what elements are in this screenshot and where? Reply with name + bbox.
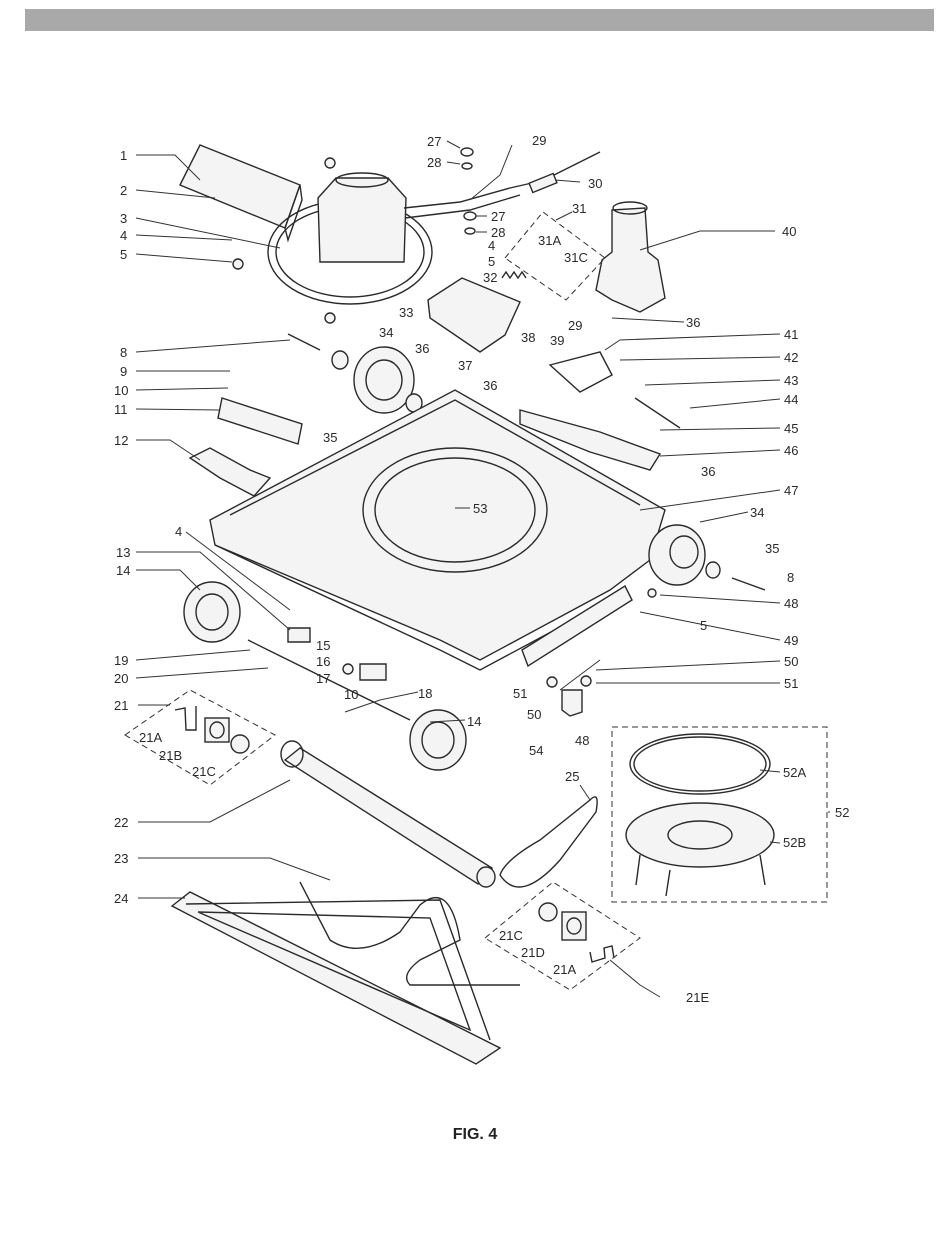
callout-label: 14 bbox=[116, 563, 130, 578]
callout-label: 25 bbox=[565, 769, 579, 784]
callout-label: 14 bbox=[467, 714, 481, 729]
callout-label: 21B bbox=[159, 748, 182, 763]
callout-label: 8 bbox=[120, 345, 127, 360]
callout-label: 34 bbox=[379, 325, 393, 340]
callout-label: 46 bbox=[784, 443, 798, 458]
callout-label: 21C bbox=[192, 764, 216, 779]
callout-label: 34 bbox=[750, 505, 764, 520]
callout-label: 52A bbox=[783, 765, 806, 780]
callout-label: 35 bbox=[765, 541, 779, 556]
callout-label: 23 bbox=[114, 851, 128, 866]
callout-label: 54 bbox=[529, 743, 543, 758]
callout-label: 4 bbox=[120, 228, 127, 243]
callout-label: 51 bbox=[513, 686, 527, 701]
callout-label: 28 bbox=[427, 155, 441, 170]
callout-label: 37 bbox=[458, 358, 472, 373]
callout-label: 32 bbox=[483, 270, 497, 285]
callout-label: 29 bbox=[568, 318, 582, 333]
callout-label: 21C bbox=[499, 928, 523, 943]
diagram-line-art bbox=[125, 145, 827, 1064]
callout-label: 5 bbox=[120, 247, 127, 262]
callout-label: 21D bbox=[521, 945, 545, 960]
callout-label: 40 bbox=[782, 224, 796, 239]
callout-label: 53 bbox=[473, 501, 487, 516]
callout-label: 21A bbox=[139, 730, 162, 745]
callout-label: 52 bbox=[835, 805, 849, 820]
callout-label: 4 bbox=[488, 238, 495, 253]
callout-label: 10 bbox=[344, 687, 358, 702]
callout-label: 11 bbox=[114, 402, 128, 417]
callout-label: 51 bbox=[784, 676, 798, 691]
callout-label: 1 bbox=[120, 148, 127, 163]
callout-label: 36 bbox=[701, 464, 715, 479]
callout-label: 30 bbox=[588, 176, 602, 191]
callout-label: 16 bbox=[316, 654, 330, 669]
callout-label: 47 bbox=[784, 483, 798, 498]
callout-label: 31 bbox=[572, 201, 586, 216]
callout-label: 48 bbox=[575, 733, 589, 748]
callout-label: 50 bbox=[784, 654, 798, 669]
callout-label: 13 bbox=[116, 545, 130, 560]
callout-label: 35 bbox=[323, 430, 337, 445]
callout-label: 18 bbox=[418, 686, 432, 701]
callout-label: 17 bbox=[316, 671, 330, 686]
callout-label: 15 bbox=[316, 638, 330, 653]
callout-label: 36 bbox=[686, 315, 700, 330]
callout-label: 8 bbox=[787, 570, 794, 585]
callout-label: 27 bbox=[491, 209, 505, 224]
callout-label: 31A bbox=[538, 233, 561, 248]
callout-label: 52B bbox=[783, 835, 806, 850]
callout-label: 43 bbox=[784, 373, 798, 388]
callout-label: 5 bbox=[488, 254, 495, 269]
callout-label: 5 bbox=[700, 618, 707, 633]
callout-label: 4 bbox=[175, 524, 182, 539]
callout-label: 44 bbox=[784, 392, 798, 407]
callout-label: 38 bbox=[521, 330, 535, 345]
callout-label: 21E bbox=[686, 990, 709, 1005]
callout-label: 41 bbox=[784, 327, 798, 342]
callout-label: 36 bbox=[415, 341, 429, 356]
callout-label: 12 bbox=[114, 433, 128, 448]
callout-label: 48 bbox=[784, 596, 798, 611]
callout-label: 33 bbox=[399, 305, 413, 320]
callout-label: 45 bbox=[784, 421, 798, 436]
callout-label: 22 bbox=[114, 815, 128, 830]
callout-label: 42 bbox=[784, 350, 798, 365]
callout-label: 31C bbox=[564, 250, 588, 265]
callout-label: 21 bbox=[114, 698, 128, 713]
figure-caption: FIG. 4 bbox=[0, 1126, 950, 1144]
callout-label: 20 bbox=[114, 671, 128, 686]
callout-label: 24 bbox=[114, 891, 128, 906]
callout-label: 29 bbox=[532, 133, 546, 148]
callout-label: 36 bbox=[483, 378, 497, 393]
callout-label: 39 bbox=[550, 333, 564, 348]
callout-label: 50 bbox=[527, 707, 541, 722]
callout-label: 49 bbox=[784, 633, 798, 648]
callout-label: 21A bbox=[553, 962, 576, 977]
callout-label: 3 bbox=[120, 211, 127, 226]
callout-label: 27 bbox=[427, 134, 441, 149]
callout-label: 10 bbox=[114, 383, 128, 398]
callout-label: 19 bbox=[114, 653, 128, 668]
callout-label: 2 bbox=[120, 183, 127, 198]
callout-label: 9 bbox=[120, 364, 127, 379]
